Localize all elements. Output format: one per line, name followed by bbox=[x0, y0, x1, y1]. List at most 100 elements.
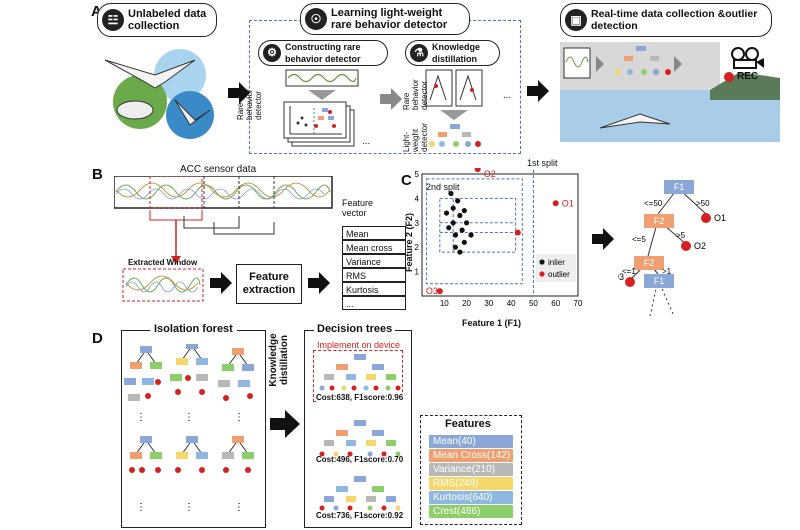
forest-tree bbox=[222, 436, 254, 473]
svg-text:⋮: ⋮ bbox=[136, 502, 146, 513]
arrow-b1 bbox=[210, 272, 232, 294]
window-1 bbox=[149, 176, 203, 209]
inlier-point bbox=[457, 249, 463, 255]
decision-trees-box bbox=[304, 330, 412, 528]
rare-detector-label-right: Rare behavior detector bbox=[402, 79, 429, 110]
arrow-d bbox=[270, 410, 300, 438]
decision-trees-graphic bbox=[319, 354, 401, 511]
first-split-label: 1st split bbox=[527, 158, 558, 168]
edge-gt50: >50 bbox=[696, 199, 710, 208]
features-legend-box bbox=[420, 415, 522, 525]
feature-rms: RMS(248) bbox=[429, 477, 513, 490]
svg-text:⋮: ⋮ bbox=[136, 412, 146, 423]
feature-vector-title: Feature vector bbox=[342, 198, 374, 218]
edge-le1: <=1 bbox=[622, 267, 636, 276]
y-tick-label: 3 bbox=[415, 219, 420, 228]
realtime-label: Real-time data collection &outlier detec… bbox=[591, 8, 758, 32]
knowledge-distillation-label: Knowledge distillation bbox=[268, 333, 290, 387]
edge-gt1: >1 bbox=[662, 267, 672, 276]
tree2-metrics: Cost:496, F1score:0.70 bbox=[316, 455, 404, 464]
ellipsis-a2: ... bbox=[503, 90, 512, 101]
diving-bird bbox=[174, 99, 211, 126]
tree-o1-label: O1 bbox=[714, 213, 726, 223]
feature-kurtosis: Kurtosis(640) bbox=[429, 491, 513, 504]
feature-variance: Variance(210) bbox=[429, 463, 513, 476]
feature-mean-cross: Mean Cross(142) bbox=[429, 449, 513, 462]
outlier-point bbox=[552, 200, 559, 207]
camera-icon: ▣ bbox=[565, 9, 587, 31]
outlier-point bbox=[514, 229, 521, 236]
isolation-tree-diagram: F1 F2 F2 F1 <=50 >50 <=5 >5 <=1 >1 O1 O2… bbox=[618, 180, 726, 317]
o2-label: O2 bbox=[484, 169, 496, 179]
constructing-detector-graphic bbox=[283, 69, 359, 147]
flying-bird bbox=[104, 59, 196, 89]
arrow-c bbox=[592, 228, 614, 250]
decision-trees-title: Decision trees bbox=[314, 323, 396, 335]
feature-crest: Crest(486) bbox=[429, 505, 513, 518]
feature-vector-item: ... bbox=[342, 296, 406, 310]
arrow-a2 bbox=[527, 80, 549, 102]
svg-text:⋮: ⋮ bbox=[184, 502, 194, 513]
o2-node bbox=[681, 241, 691, 251]
implement-label: Implement on device bbox=[316, 340, 402, 350]
unlabeled-data-pill: ☳ Unlabeled data collection bbox=[97, 3, 217, 37]
tree-node-f1b bbox=[644, 274, 674, 288]
x-tick-label: 20 bbox=[462, 299, 471, 308]
record-camera-icon bbox=[731, 47, 764, 69]
o3-label: O3 bbox=[426, 286, 438, 296]
distillation-pill: ⚗ Knowledge distillation bbox=[405, 40, 500, 66]
x-tick-label: 60 bbox=[551, 299, 560, 308]
isolation-forest-title: Isolation forest bbox=[150, 323, 237, 335]
acc-signal-plot bbox=[114, 176, 333, 264]
feature-vector-item: Mean bbox=[342, 226, 406, 240]
tree-o3-label: O3 bbox=[618, 272, 624, 282]
o1-label: O1 bbox=[562, 198, 574, 208]
tree-f1b-label: F1 bbox=[654, 276, 665, 286]
tree-node-f2b bbox=[634, 256, 664, 270]
down-arrow bbox=[308, 90, 336, 100]
edge-le5: <=5 bbox=[632, 235, 646, 244]
feature-mean: Mean(40) bbox=[429, 435, 513, 448]
legend-outlier-label: outlier bbox=[548, 270, 570, 279]
tree1-metrics: Cost:638, F1score:0.96 bbox=[316, 393, 404, 402]
arrow-a1 bbox=[228, 82, 250, 104]
legend-inlier-label: inlier bbox=[548, 258, 565, 267]
inlier-point bbox=[450, 220, 456, 226]
constructing-label: Constructing rare behavior detector bbox=[285, 42, 361, 64]
database-icon: ☳ bbox=[102, 9, 124, 31]
gear-icon: ⚙ bbox=[263, 44, 281, 62]
panel-a-label: A bbox=[91, 3, 102, 20]
y-tick-label: 5 bbox=[415, 170, 420, 179]
acc-sensor-title: ACC sensor data bbox=[180, 164, 257, 175]
x-tick-label: 50 bbox=[529, 299, 538, 308]
outlier-point bbox=[436, 288, 443, 295]
rec-label: REC bbox=[737, 71, 759, 82]
inlier-point bbox=[452, 244, 459, 250]
inlier-point bbox=[455, 198, 461, 204]
forest-tree bbox=[175, 436, 208, 473]
y-tick-label: 4 bbox=[415, 194, 420, 203]
detector-plot bbox=[283, 101, 347, 139]
forest-tree bbox=[218, 348, 254, 401]
realtime-pill: ▣ Real-time data collection &outlier det… bbox=[560, 3, 772, 37]
x-tick-label: 10 bbox=[440, 299, 449, 308]
seabird-illustration bbox=[104, 49, 214, 139]
learning-detector-label: Learning light-weight rare behavior dete… bbox=[331, 7, 448, 31]
distillation-label: Knowledge distillation bbox=[432, 42, 481, 64]
tree-f2b-label: F2 bbox=[644, 258, 655, 268]
feature-extraction-box: Feature extraction bbox=[236, 264, 302, 304]
device-detection-graphic bbox=[560, 42, 780, 142]
isolation-forest-trees: ⋮⋮⋮ ⋮⋮⋮ bbox=[124, 344, 254, 513]
extracted-window-label: Extracted Window bbox=[128, 258, 198, 267]
learning-detector-pill: ☉ Learning light-weight rare behavior de… bbox=[300, 3, 470, 35]
tree-node-f2a bbox=[644, 214, 674, 228]
legend-outlier-dot bbox=[539, 271, 545, 277]
inlier-point bbox=[443, 210, 450, 216]
outlier-point bbox=[474, 168, 481, 173]
x-axis-label: Feature 1 (F1) bbox=[462, 318, 522, 328]
network-icon: ☉ bbox=[305, 8, 327, 30]
split-region-3 bbox=[439, 197, 517, 253]
sitting-bird bbox=[116, 100, 154, 120]
feature-vector-item: Mean cross bbox=[342, 240, 406, 254]
